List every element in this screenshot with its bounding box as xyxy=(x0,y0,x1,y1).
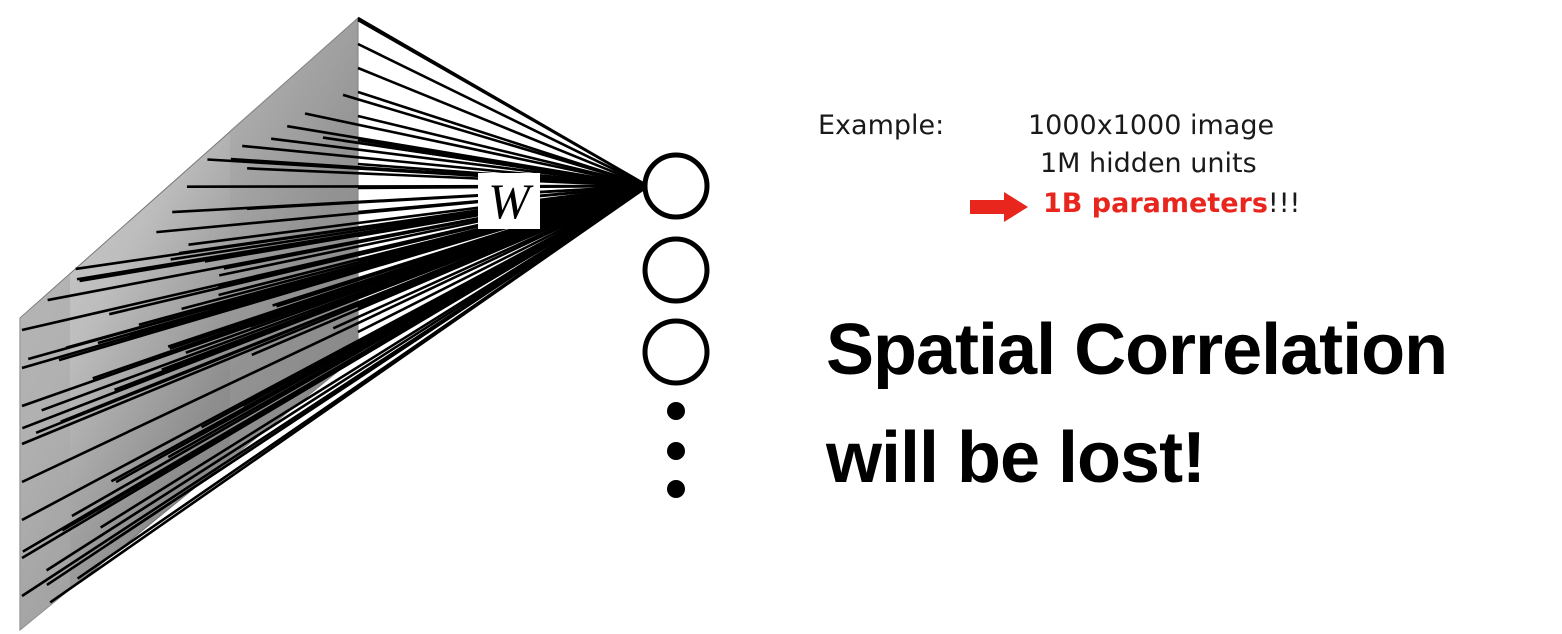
hidden-units-text: 1M hidden units xyxy=(1040,148,1257,179)
connection-line xyxy=(357,66,649,188)
connection-line xyxy=(172,184,649,214)
connection-line xyxy=(181,184,649,311)
connection-line xyxy=(186,184,649,188)
connection-lines xyxy=(21,16,649,604)
continuation-dot xyxy=(667,480,685,498)
connection-line xyxy=(156,184,649,234)
connection-line xyxy=(21,184,649,370)
hidden-unit-node xyxy=(642,152,710,220)
example-label: Example: xyxy=(818,110,945,141)
image-size-text: 1000x1000 image xyxy=(1028,110,1275,141)
connection-line xyxy=(21,184,649,408)
continuation-dot xyxy=(667,402,685,420)
hidden-unit-node xyxy=(642,236,710,304)
connection-line xyxy=(21,184,649,332)
headline-line-2: will be lost! xyxy=(826,418,1206,498)
connection-line xyxy=(272,184,649,307)
headline: Spatial Correlation will be lost! xyxy=(826,296,1448,512)
headline-line-1: Spatial Correlation xyxy=(826,310,1448,390)
connection-line xyxy=(342,93,649,188)
connection-line xyxy=(49,184,649,604)
connection-line xyxy=(286,124,649,188)
fully-connected-diagram: W xyxy=(19,16,710,632)
connection-line xyxy=(21,184,649,598)
connection-line xyxy=(41,184,649,412)
connection-line xyxy=(357,16,649,188)
connection-line xyxy=(21,184,649,522)
connection-line xyxy=(270,137,649,188)
parameters-count: 1B parameters xyxy=(1043,188,1268,219)
connection-line xyxy=(47,184,649,302)
connection-line xyxy=(21,184,649,484)
connection-line xyxy=(75,184,649,271)
connection-line xyxy=(357,114,649,188)
weight-label-box: W xyxy=(478,173,540,229)
connection-line xyxy=(21,184,649,446)
parameters-exclaim: !!! xyxy=(1267,188,1301,219)
parameters-text: 1B parameters!!! xyxy=(1043,190,1300,217)
connection-line xyxy=(99,184,649,529)
right-arrow-icon xyxy=(970,192,1028,222)
connection-line xyxy=(230,157,649,188)
hidden-unit-node xyxy=(642,318,710,386)
connection-line xyxy=(21,184,649,560)
hidden-units xyxy=(642,152,710,498)
connection-line xyxy=(357,42,649,188)
connection-line xyxy=(304,112,649,188)
weight-label: W xyxy=(488,173,534,229)
connection-line xyxy=(242,144,649,188)
continuation-dot xyxy=(667,442,685,460)
connection-line xyxy=(76,184,649,281)
